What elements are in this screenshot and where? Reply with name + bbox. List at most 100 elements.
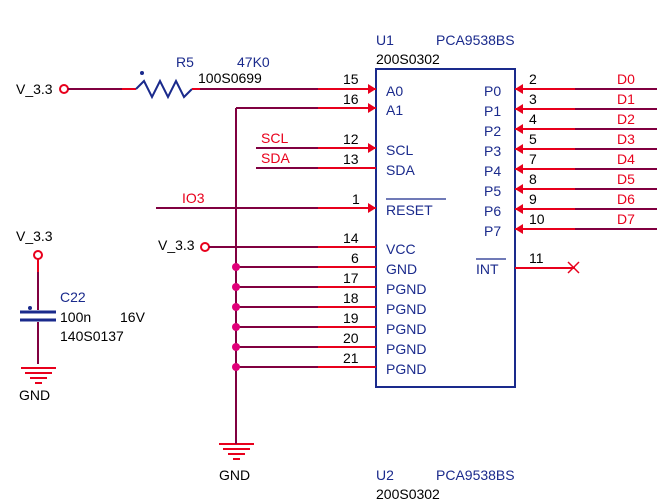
u1-chip: PCA9538BS: [436, 32, 515, 48]
resistor-r5: V_3.3 R5 47K0 100S0699: [16, 54, 318, 100]
u1-int-pin: INT 11: [476, 250, 580, 277]
ground-symbol-main: [219, 440, 254, 460]
vcc-port-circle: [200, 242, 210, 252]
pin-arrow-a1: [368, 103, 376, 113]
r5-net-label: V_3.3: [16, 81, 53, 97]
u1-pin-name: P1: [484, 103, 501, 119]
junction-dot: [232, 363, 240, 371]
u1-pin-name: INT: [476, 261, 499, 277]
u1-pin-num: 11: [529, 250, 544, 266]
no-connect-mark: [567, 261, 580, 274]
u2-part: 200S0302: [376, 486, 440, 500]
u1-pin-num: 5: [529, 131, 537, 147]
c22-port-circle: [33, 250, 43, 260]
pin-arrow-p4: [515, 164, 523, 174]
u1-pin-num: 18: [343, 290, 359, 306]
net-label-d: D0: [617, 71, 635, 87]
pin-arrow-p1: [515, 104, 523, 114]
u1-pin-num: 7: [529, 151, 537, 167]
gnd-main-label: GND: [219, 467, 250, 483]
c22-value: 100n: [60, 309, 91, 325]
r5-ref: R5: [176, 54, 194, 70]
u1-pin-name: SCL: [386, 142, 413, 158]
u1-pin-num: 2: [529, 71, 537, 87]
u2-chip: PCA9538BS: [436, 467, 515, 483]
u1-body: [375, 68, 516, 388]
u1-pin-name: VCC: [386, 241, 416, 257]
u1-pin-name: P3: [484, 143, 501, 159]
c22-net-top: V_3.3: [16, 228, 53, 244]
u1-pin-name: A1: [386, 102, 403, 118]
r5-pin1-dot: [140, 71, 144, 75]
c22-voltage: 16V: [120, 309, 146, 325]
junction-dot: [232, 343, 240, 351]
u1-pin-num: 10: [529, 211, 545, 227]
pin-arrow-a0: [368, 84, 376, 94]
pin-arrow-p5: [515, 184, 523, 194]
u1-pin-name: P0: [484, 83, 501, 99]
pin-arrow-p7: [515, 224, 523, 234]
sda-net-label: SDA: [261, 150, 290, 166]
pin-arrow-reset: [368, 203, 376, 213]
u1-pin-name: GND: [386, 261, 417, 277]
net-label-d: D1: [617, 91, 635, 107]
u1-pin-num: 14: [343, 230, 359, 246]
junction-dot: [232, 263, 240, 271]
c22-gnd-label: GND: [19, 387, 50, 403]
net-label-d: D6: [617, 191, 635, 207]
u1-pin-name: SDA: [386, 162, 415, 178]
resistor-zigzag: [135, 78, 193, 100]
pin-arrow-scl: [368, 143, 376, 153]
u1-pin-num: 13: [343, 151, 359, 167]
u1-pin-num: 16: [343, 91, 359, 107]
junction-dot: [232, 283, 240, 291]
junction-dot: [232, 303, 240, 311]
c22-pin1-dot: [28, 306, 32, 310]
u1-part: 200S0302: [376, 51, 440, 67]
u1-pin-name: P4: [484, 163, 501, 179]
u1-pin-num: 19: [343, 310, 359, 326]
net-label-d: D4: [617, 151, 635, 167]
u1-pin-num: 15: [343, 71, 359, 87]
u1-pin-name: P7: [484, 223, 501, 239]
u1-pin-name: PGND: [386, 301, 426, 317]
u1-ref: U1: [376, 32, 394, 48]
u1-pin-name: PGND: [386, 281, 426, 297]
u1-pin-name: PGND: [386, 341, 426, 357]
net-label-d: D3: [617, 131, 635, 147]
u1-pin-name: P5: [484, 183, 501, 199]
u1-pin-num: 8: [529, 171, 537, 187]
pin-arrow-p2: [515, 124, 523, 134]
u1-pin-num: 21: [343, 350, 359, 366]
u1-pin-num: 12: [343, 131, 359, 147]
r5-value: 47K0: [237, 54, 270, 70]
pin-arrow-p3: [515, 144, 523, 154]
u1-pin-num: 9: [529, 191, 537, 207]
u1-pin-num: 1: [352, 191, 360, 207]
capacitor-c22: V_3.3 C22 100n 16V 140S0137 GND: [16, 228, 146, 403]
u1-pin-name: A0: [386, 83, 403, 99]
scl-net-label: SCL: [261, 130, 288, 146]
u2-ref: U2: [376, 467, 394, 483]
u1-left-pin-names: A0 A1 SCL SDA RESET VCC GND PGND PGND PG…: [386, 83, 446, 377]
u1-pin-name: PGND: [386, 321, 426, 337]
pin-arrow-p6: [515, 204, 523, 214]
u1-pin-name: P6: [484, 203, 501, 219]
u1-pin-name: RESET: [386, 202, 433, 218]
u1-left-pins: 15 16 12 13 1 14 6 17 18 19 20 21: [318, 71, 376, 368]
c22-ref: C22: [60, 289, 86, 305]
net-label-d: D5: [617, 171, 635, 187]
r5-port-circle: [59, 84, 69, 94]
io3-net-label: IO3: [182, 190, 205, 206]
u1-pin-name: PGND: [386, 361, 426, 377]
net-label-d: D2: [617, 111, 635, 127]
u1-pin-num: 20: [343, 330, 359, 346]
u1-right-pins: P0 P1 P2 P3 P4 P5 P6 P7 2 3 4 5 7 8 9 10: [484, 71, 657, 239]
vcc-net-label: V_3.3: [158, 237, 195, 253]
u1-pin-num: 4: [529, 111, 537, 127]
net-label-d: D7: [617, 211, 635, 227]
u1-pin-num: 6: [351, 250, 359, 266]
u1-pin-num: 17: [343, 270, 359, 286]
r5-part: 100S0699: [198, 70, 262, 86]
